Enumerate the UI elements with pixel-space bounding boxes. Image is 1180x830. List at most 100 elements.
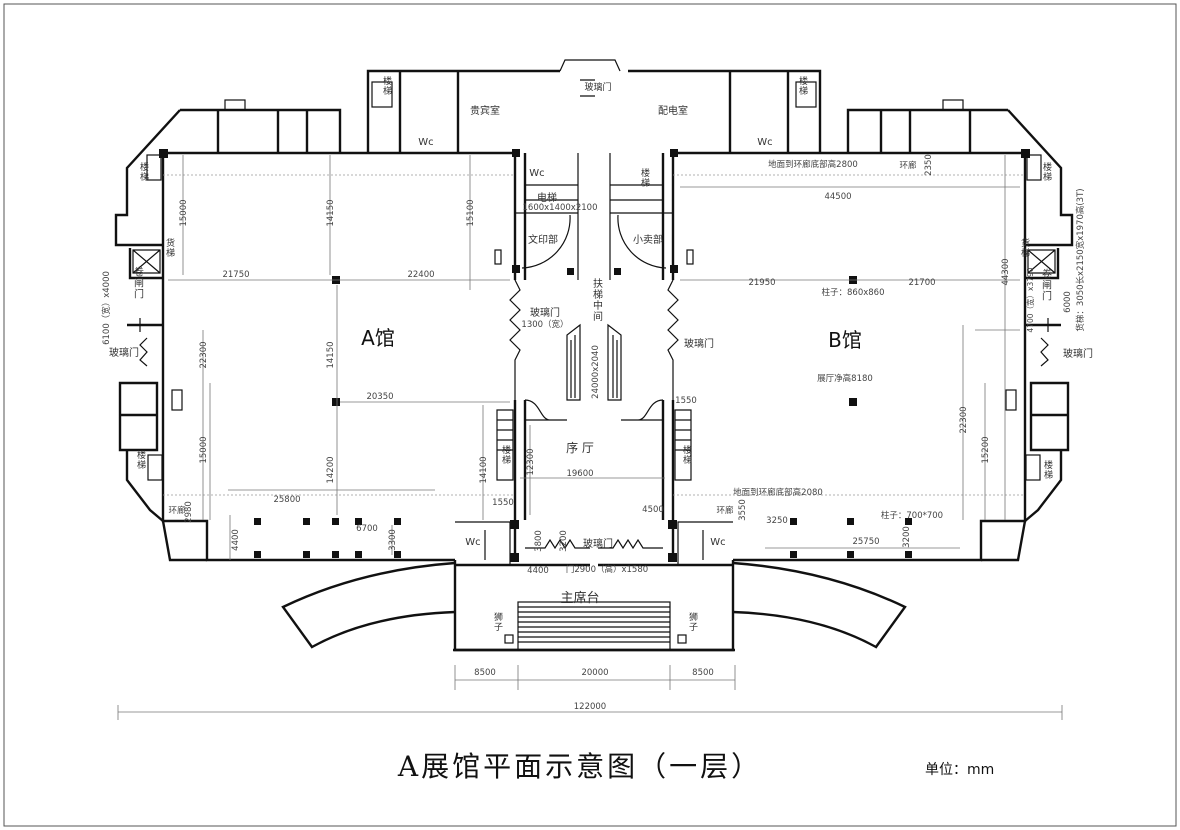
dim-label: 22300 (199, 341, 209, 368)
rolling-door-size-left: 6100（宽）x4000 (101, 271, 112, 345)
dim-label: 14150 (326, 199, 336, 226)
podium-stairs (504, 601, 687, 651)
dim-label: 3200 (902, 526, 912, 548)
stairs-label: 楼梯 (1042, 459, 1053, 480)
dim-label: 25800 (273, 495, 300, 505)
room-print-shop: 文印部 (528, 233, 558, 246)
glass-door-label: 玻璃门 (530, 306, 560, 319)
dim-label: 6700 (356, 524, 378, 534)
wc-label: Wc (529, 168, 544, 179)
corridor-height-bottom: 地面到环廊底部高2080 (733, 487, 823, 498)
freight-elevator-label: 货梯 (1019, 237, 1030, 258)
labels: 贵宾室 玻璃门 配电室 Wc Wc Wc Wc Wc 电梯 1600x1400x… (101, 75, 1093, 712)
stairs-label: 楼梯 (138, 161, 149, 182)
dim-label: 1550 (492, 498, 514, 508)
lion-label: 狮子 (492, 612, 503, 632)
stairs-label: 楼梯 (1041, 161, 1052, 182)
freight-elevator-spec: 货梯：3050长x2150宽x1970高(3T) (1075, 188, 1086, 331)
dim-label: 3200 (559, 530, 569, 552)
dim-label: 15100 (466, 199, 476, 226)
glass-door-width: 1300（宽） (521, 319, 568, 330)
plan-title: A展馆平面示意图（一层） (397, 750, 762, 783)
dim-label: 8500 (692, 668, 714, 678)
rolling-door-label: 卷闸门 (132, 265, 144, 299)
corridor-label: 环廊 (168, 505, 186, 516)
hall-height-note: 展厅净高8180 (817, 373, 873, 384)
glass-door-label: 玻璃门 (1063, 347, 1093, 360)
dim-label: 2350 (924, 154, 934, 176)
dim-label: 44500 (824, 192, 851, 202)
escalator-size: 24000x2040 (591, 345, 601, 399)
wc-label: Wc (757, 137, 772, 148)
dimension-lines (117, 155, 1063, 720)
dim-label: 44300 (1001, 258, 1011, 285)
podium-label: 主席台 (560, 590, 599, 606)
dim-label: 14100 (479, 456, 489, 483)
wc-label: Wc (418, 137, 433, 148)
dim-label: 6000 (1063, 291, 1073, 313)
dim-label: 3300 (388, 529, 398, 551)
stairs-label: 楼梯 (681, 444, 692, 465)
glass-door-top (580, 79, 595, 97)
wc-label: Wc (465, 537, 480, 548)
dim-label: 20000 (581, 668, 608, 678)
dim-label: 3550 (738, 499, 748, 521)
dim-label: 14150 (326, 341, 336, 368)
dim-label: 22400 (407, 270, 434, 280)
glass-door-label: 玻璃门 (583, 537, 613, 550)
entrance-canopy (559, 59, 621, 72)
stairs-label: 楼梯 (381, 75, 392, 96)
dim-label: 22300 (959, 406, 969, 433)
dim-label: 15000 (179, 199, 189, 226)
stairs-label: 楼梯 (797, 75, 808, 96)
dim-label: 21700 (908, 278, 935, 288)
wc-label: Wc (710, 537, 725, 548)
frame-border (3, 3, 1177, 827)
lion-label: 狮子 (687, 612, 698, 632)
stairs-label: 楼梯 (500, 444, 511, 465)
dim-label: 15000 (199, 436, 209, 463)
freight-elevator-icon (132, 249, 161, 274)
corridor-label: 环廊 (716, 505, 734, 516)
room-power: 配电室 (658, 104, 688, 117)
corridor-height-top: 地面到环廊底部高2800 (768, 159, 858, 170)
dim-label: 12300 (526, 448, 536, 475)
glass-door-label: 玻璃门 (684, 337, 714, 350)
rolling-door-size-right: 4700（宽）x3790 (1025, 267, 1035, 332)
dim-label: 1550 (675, 396, 697, 406)
escalator-label: 扶梯中间 (591, 277, 603, 322)
dim-label: 3800 (534, 530, 544, 552)
unit-label: 单位：mm (925, 762, 994, 778)
dim-label: 122000 (574, 702, 606, 712)
room-elevator: 电梯 (537, 191, 557, 204)
freight-elevator-label: 货梯 (164, 237, 175, 258)
room-vip: 贵宾室 (470, 104, 500, 117)
dim-label: 21950 (748, 278, 775, 288)
dim-label: 4500 (642, 505, 664, 515)
dim-label: 4400 (527, 566, 549, 576)
dim-label: 21750 (222, 270, 249, 280)
dim-label: 14200 (326, 456, 336, 483)
dim-label: 2980 (184, 501, 194, 523)
door-size: 门2900（高）x1580 (566, 564, 648, 575)
column-size-big: 柱子：860x860 (822, 287, 885, 298)
dim-label: 8500 (474, 668, 496, 678)
dim-label: 3250 (766, 516, 788, 526)
dim-label: 25750 (852, 537, 879, 547)
corridor-label: 环廊 (899, 160, 917, 171)
room-kiosk: 小卖部 (633, 233, 663, 246)
stairs-label: 楼梯 (135, 449, 146, 470)
dim-label: 15200 (981, 436, 991, 463)
lobby-label: 序 厅 (566, 440, 594, 455)
rolling-door-label: 卷闸门 (1040, 267, 1052, 301)
dim-label: 20350 (366, 392, 393, 402)
column-size-small: 柱子：700*700 (881, 510, 943, 521)
elevator-size: 1600x1400x2100 (523, 203, 598, 213)
hall-a-label: A馆 (361, 326, 395, 350)
dim-label: 4400 (231, 529, 241, 551)
hall-b-label: B馆 (828, 328, 862, 352)
dim-label: 19600 (566, 469, 593, 479)
room-glass-door-top: 玻璃门 (584, 81, 611, 93)
glass-door-label: 玻璃门 (109, 346, 139, 359)
